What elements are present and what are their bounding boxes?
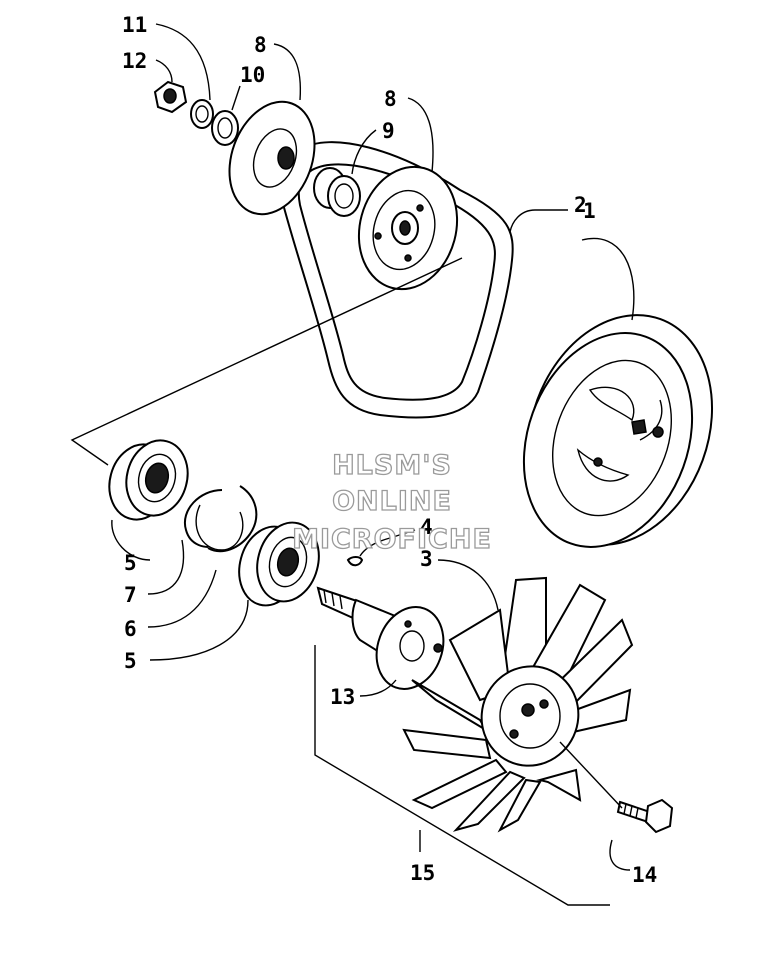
- pulley-half-rear: [228, 100, 316, 216]
- callout-13: 13: [330, 685, 355, 709]
- callout-1: 1: [583, 199, 596, 223]
- spacer-ring: [313, 167, 361, 217]
- callout-labels: 1 2 3 4 5 5 6 7 8 8 9 10 11 12 13 14 15: [122, 13, 657, 887]
- flat-washer: [211, 110, 239, 146]
- bearing-upper: [108, 439, 189, 521]
- callout-4: 4: [420, 515, 433, 539]
- callout-9: 9: [382, 119, 395, 143]
- callout-10: 10: [240, 63, 265, 87]
- callout-15: 15: [410, 861, 435, 885]
- hex-nut: [153, 80, 188, 114]
- callout-11: 11: [122, 13, 147, 37]
- callout-8-middle: 8: [384, 87, 397, 111]
- watermark: HLSM'S ONLINE MICROFICHE: [291, 449, 492, 555]
- pulley-half-front: [357, 165, 459, 291]
- bearing-lower: [238, 521, 320, 607]
- hex-bolt: [616, 798, 674, 834]
- callout-14: 14: [632, 863, 657, 887]
- circlip: [183, 485, 258, 553]
- callout-5-lower: 5: [124, 649, 137, 673]
- callout-7: 7: [124, 583, 137, 607]
- callout-12: 12: [122, 49, 147, 73]
- leader-lines: [70, 23, 635, 906]
- cooling-fan: [402, 576, 634, 833]
- watermark-line-2: ONLINE: [332, 486, 452, 517]
- lock-washer: [190, 99, 214, 129]
- watermark-line-3: MICROFICHE: [292, 524, 492, 555]
- woodruff-key: [346, 556, 364, 567]
- retaining-ring: [195, 504, 244, 551]
- watermark-line-1: HLSM'S: [332, 450, 452, 481]
- fan-shaft: [316, 586, 445, 690]
- callout-2: 2: [574, 193, 587, 217]
- callout-5-upper: 5: [124, 551, 137, 575]
- callout-8-upper: 8: [254, 33, 267, 57]
- callout-3: 3: [420, 547, 433, 571]
- callout-6: 6: [124, 617, 137, 641]
- driven-pulley: [522, 314, 714, 548]
